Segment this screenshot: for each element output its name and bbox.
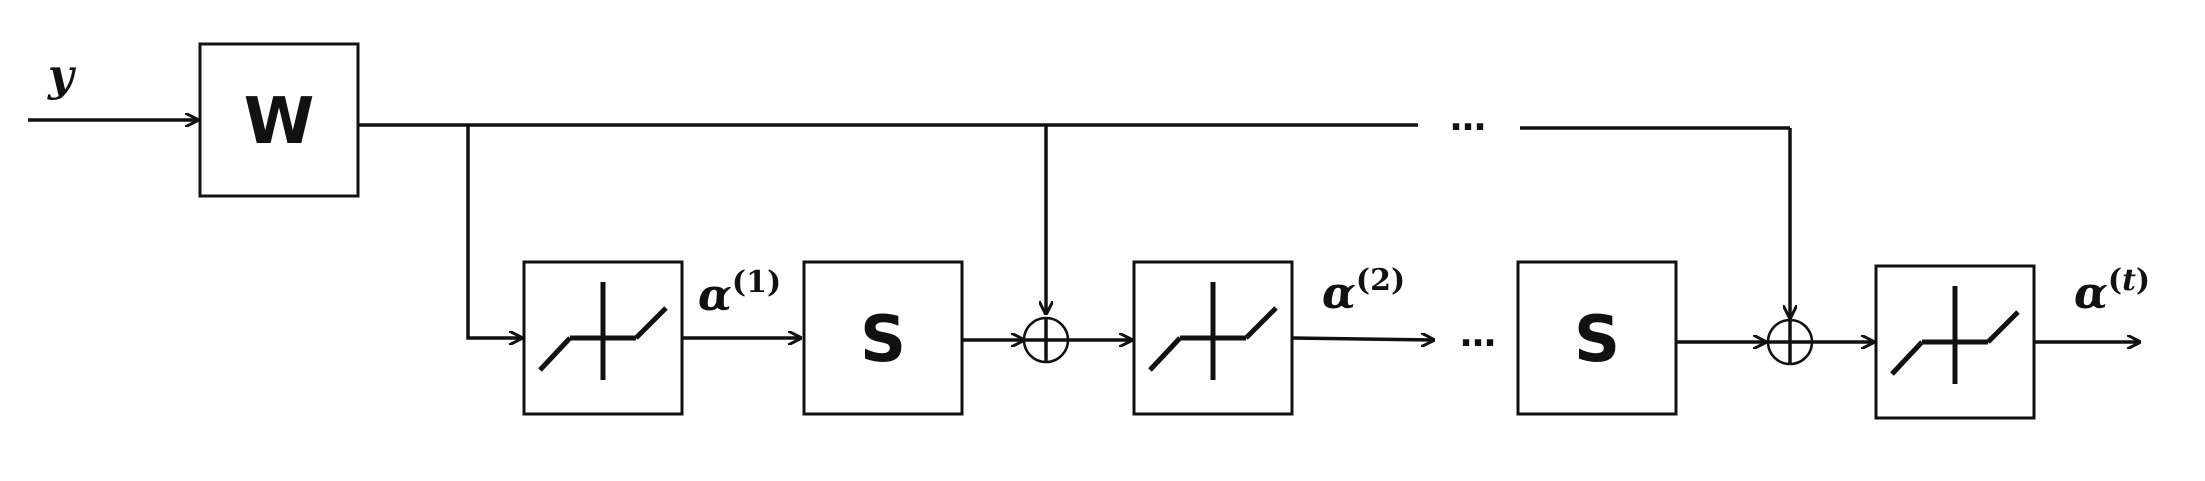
branch-to-shrink-1 <box>466 125 522 338</box>
alpha2-label: α(2) <box>1322 263 1405 319</box>
s-block-1 <box>802 260 964 416</box>
chain-ellipsis: … <box>1460 314 1496 355</box>
s-block-2-label: S <box>1574 303 1620 377</box>
input-label-y: y <box>47 50 77 101</box>
s-block-1-label: S <box>860 303 906 377</box>
shrinkage-function-icon <box>538 282 668 380</box>
alpha1-label: α(1) <box>698 265 781 321</box>
shrinkage-function-icon <box>1890 286 2020 384</box>
top-bus-ellipsis: … <box>1450 98 1486 139</box>
w-block <box>198 42 360 198</box>
s-block-2 <box>1516 260 1678 416</box>
alpha2-arrow <box>1291 338 1434 340</box>
w-block-label: W <box>244 85 315 159</box>
summation-junction-icon <box>1022 316 1070 364</box>
shrinkage-function-icon <box>1148 282 1278 380</box>
summation-junction-icon <box>1766 318 1814 366</box>
alphat-label: α(t) <box>2074 263 2150 319</box>
